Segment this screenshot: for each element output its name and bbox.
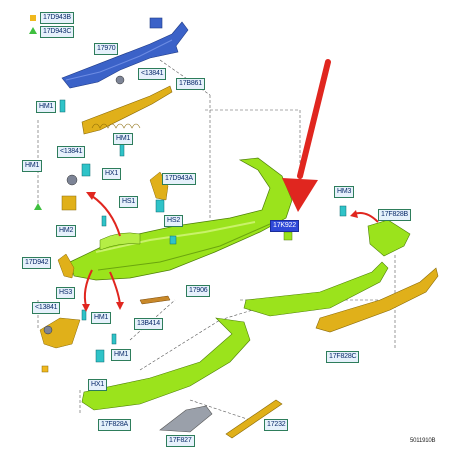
callout-17d943a[interactable]: 17D943A — [162, 173, 196, 185]
legend-label-triangle: 17D943C — [40, 26, 75, 38]
legend-triangle-icon — [29, 27, 37, 34]
callout-hx1-b[interactable]: HX1 — [88, 379, 108, 391]
energy-absorber — [81, 85, 173, 135]
callout-hs1[interactable]: HS1 — [119, 196, 139, 208]
callout-hm1-c[interactable]: HM1 — [22, 160, 43, 172]
callout-hs2[interactable]: HS2 — [164, 215, 184, 227]
small-components — [34, 75, 347, 373]
callout-13b414[interactable]: 13B414 — [134, 318, 163, 330]
red-arrows — [82, 59, 379, 312]
callout-hm1-d[interactable]: HM1 — [91, 312, 112, 324]
lower-valance-parts — [81, 219, 439, 439]
callout-hm1-b[interactable]: HM1 — [113, 133, 134, 145]
callout-17f827[interactable]: 17F827 — [166, 435, 195, 447]
callout-hx1-a[interactable]: HX1 — [102, 168, 122, 180]
callout-hm2[interactable]: HM2 — [56, 225, 77, 237]
callout-17k922-highlighted[interactable]: 17K922 — [270, 220, 299, 232]
callout-17f828b[interactable]: 17F828B — [378, 209, 412, 221]
bumper-cover — [69, 157, 293, 281]
callout-13841-b[interactable]: <13841 — [57, 146, 86, 158]
callout-17f828a[interactable]: 17F828A — [98, 419, 132, 431]
legend-label-square: 17D943B — [40, 12, 74, 24]
callout-hm3[interactable]: HM3 — [334, 186, 355, 198]
legend-square-icon — [30, 15, 36, 21]
callout-17970[interactable]: 17970 — [94, 43, 119, 55]
callout-17d942[interactable]: 17D942 — [22, 257, 52, 269]
callout-13841-c[interactable]: <13841 — [32, 302, 61, 314]
callout-17906[interactable]: 17906 — [186, 285, 211, 297]
diagram-reference-number: 5011910B — [410, 438, 436, 444]
callout-17f828c[interactable]: 17F828C — [326, 351, 360, 363]
rear-beam — [61, 17, 189, 89]
callout-17232[interactable]: 17232 — [264, 419, 289, 431]
callout-17b861[interactable]: 17B861 — [176, 78, 205, 90]
callout-13841-a[interactable]: <13841 — [138, 68, 167, 80]
callout-hm1-a[interactable]: HM1 — [36, 101, 57, 113]
callout-hm1-e[interactable]: HM1 — [111, 349, 132, 361]
callout-hs3[interactable]: HS3 — [56, 287, 76, 299]
